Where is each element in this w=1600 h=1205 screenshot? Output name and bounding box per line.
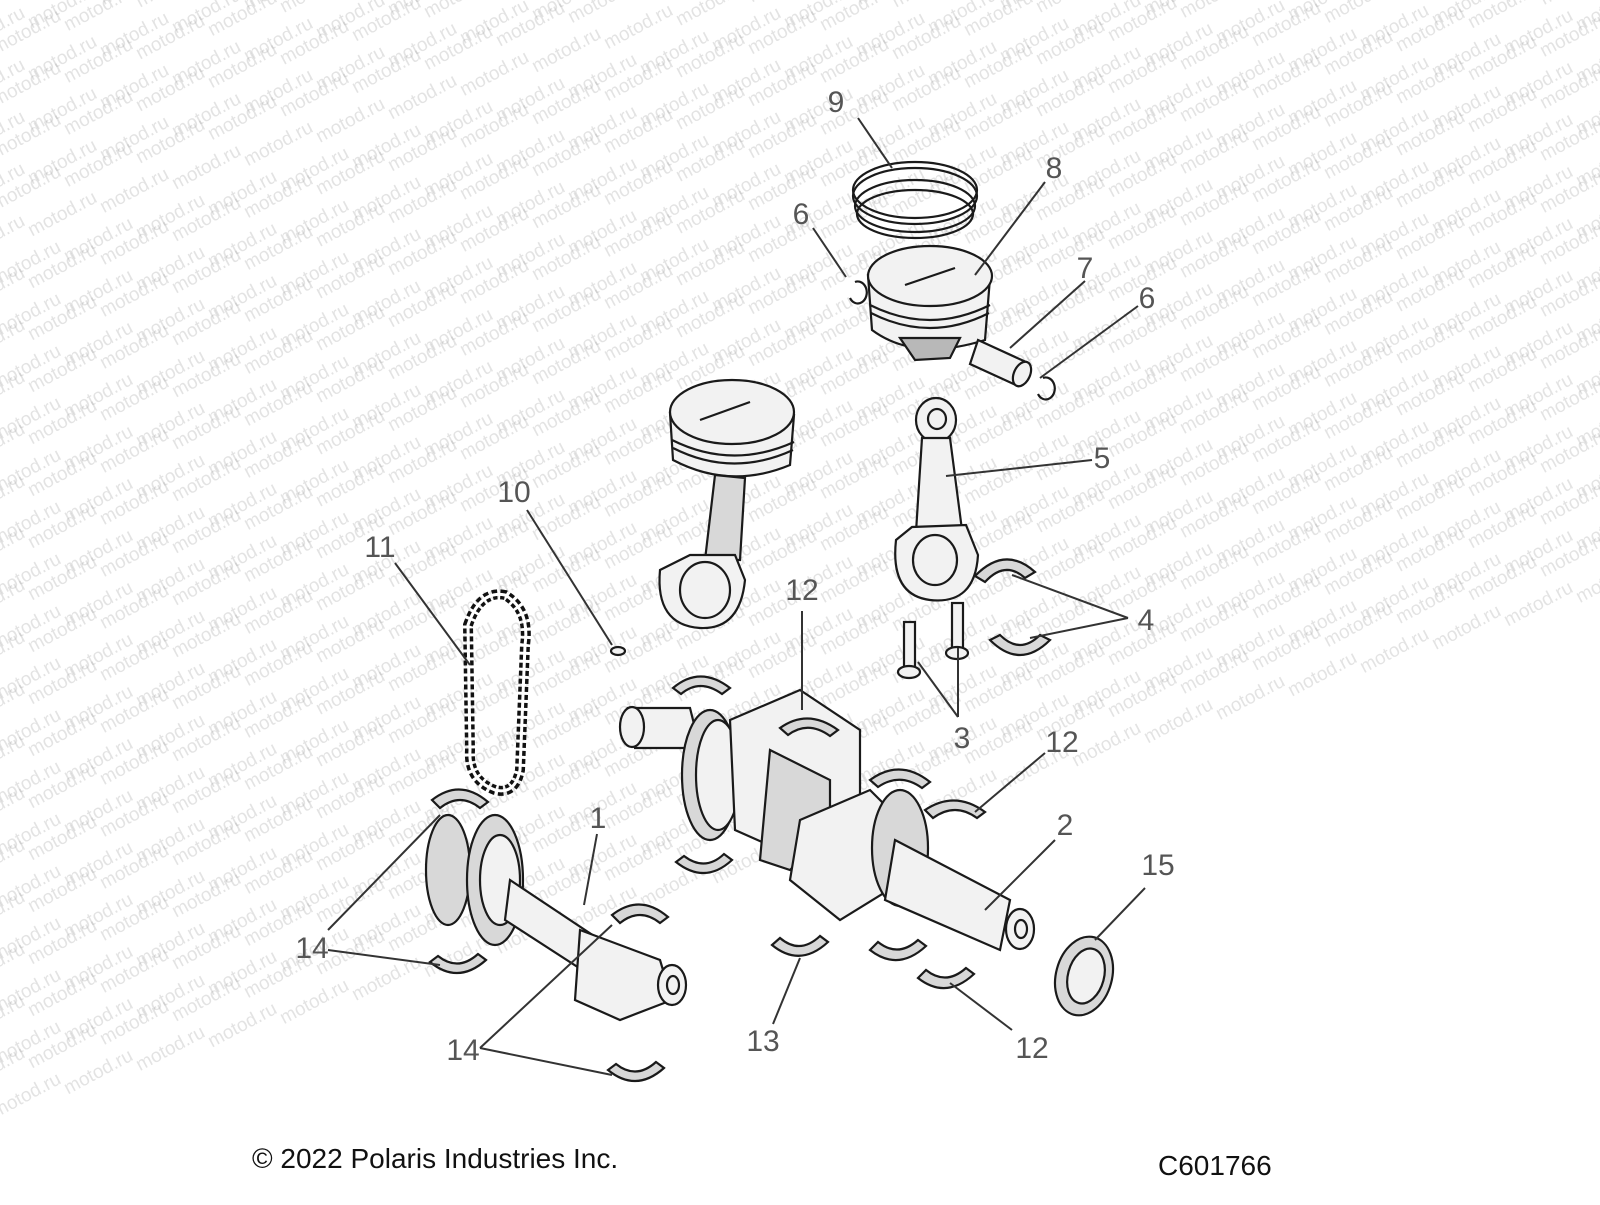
callout-9: 9 [828, 86, 845, 119]
woodruff-key [609, 645, 627, 657]
callout-10: 10 [497, 476, 530, 509]
watermark-text: motod.ru [0, 1069, 65, 1123]
callout-4: 4 [1138, 604, 1155, 637]
callout-8: 8 [1046, 152, 1063, 185]
callout-12-bottom: 12 [1015, 1032, 1048, 1065]
watermark-text: motod.ru [60, 1045, 136, 1099]
figure-id: C601766 [1158, 1150, 1272, 1181]
watermark-text: motod.ru [1356, 624, 1432, 678]
main-bearing-lower-thrust [770, 934, 830, 957]
callout-1: 1 [590, 802, 607, 835]
watermark-text: motod.ru [348, 952, 424, 1006]
main-bearing-lower-3 [916, 966, 976, 990]
crankshaft-oil-seal [1053, 935, 1115, 1017]
watermark-text: motod.ru [1068, 718, 1144, 772]
callout-6-right: 6 [1139, 282, 1156, 315]
callout-13: 13 [746, 1025, 779, 1058]
watermark-text: motod.ru [204, 998, 280, 1052]
watermark-text: motod.ru [1140, 694, 1216, 748]
callout-5: 5 [1094, 442, 1111, 475]
callout-2: 2 [1057, 809, 1074, 842]
watermark-text: motod.ru [1428, 601, 1504, 655]
callout-14-bottom: 14 [446, 1034, 479, 1067]
callout-12-right: 12 [1045, 726, 1078, 759]
callout-15: 15 [1141, 849, 1174, 882]
watermark-text: motod.ru [132, 1022, 208, 1076]
balance-shaft-bearing-lower-2 [606, 1060, 666, 1083]
watermark-text: motod.ru [276, 975, 352, 1029]
main-bearing-lower-2 [868, 938, 928, 962]
callout-11: 11 [364, 531, 395, 564]
callout-3: 3 [954, 722, 971, 755]
callout-14-left: 14 [295, 932, 328, 965]
watermark-text: motod.ru [1500, 577, 1576, 631]
callout-12-top: 12 [785, 574, 818, 607]
watermark-text: motod.ru [1284, 647, 1360, 701]
callout-6-left: 6 [793, 198, 810, 231]
callout-7: 7 [1077, 252, 1094, 285]
copyright-notice: © 2022 Polaris Industries Inc. [252, 1143, 619, 1174]
watermark-text: motod.ru [1212, 671, 1288, 725]
